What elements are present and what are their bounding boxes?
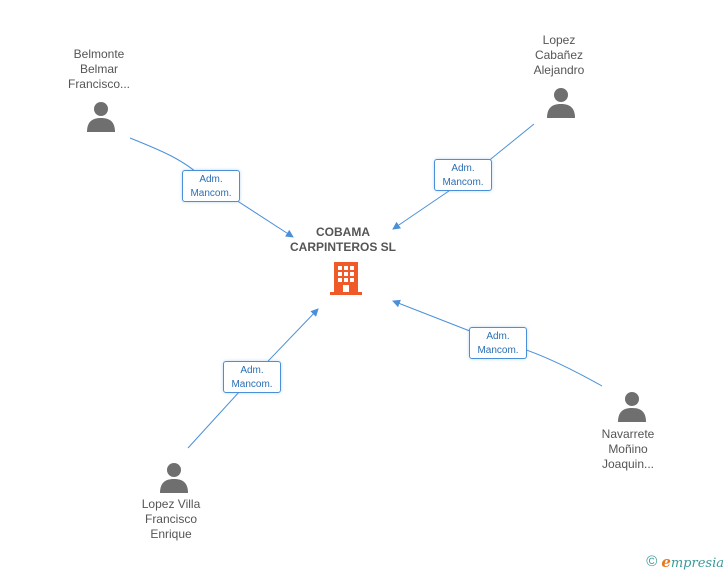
- role-label-line: Adm.: [451, 163, 475, 174]
- company-name-line-2: CARPINTEROS SL: [289, 240, 396, 254]
- person-name-line: Lopez Villa: [141, 497, 201, 511]
- role-label-line: Adm.: [486, 331, 510, 342]
- role-badge-navarrete[interactable]: Adm. Mancom.: [469, 327, 527, 359]
- person-name-line: Enrique: [150, 527, 192, 541]
- person-name-line: Alejandro: [533, 63, 585, 77]
- role-badge-lopez-villa[interactable]: Adm. Mancom.: [223, 361, 281, 393]
- person-icon[interactable]: [86, 100, 116, 132]
- role-label-line: Mancom.: [231, 379, 273, 390]
- person-icon[interactable]: [617, 390, 647, 422]
- person-name-navarrete[interactable]: Navarrete Moñino Joaquin...: [568, 427, 688, 472]
- person-name-line: Navarrete: [601, 427, 655, 441]
- person-name-line: Moñino: [608, 442, 648, 456]
- role-badge-belmonte[interactable]: Adm. Mancom.: [182, 170, 240, 202]
- role-label-line: Mancom.: [442, 177, 484, 188]
- company-name[interactable]: COBAMA CARPINTEROS SL: [263, 225, 423, 255]
- company-name-line-1: COBAMA: [316, 225, 370, 239]
- person-name-line: Belmar: [79, 62, 118, 76]
- role-label-line: Adm.: [199, 174, 223, 185]
- building-icon[interactable]: [330, 260, 362, 296]
- person-name-line: Cabañez: [534, 48, 584, 62]
- role-label-line: Mancom.: [477, 345, 519, 356]
- person-name-line: Francisco: [144, 512, 197, 526]
- person-icon[interactable]: [159, 461, 189, 493]
- person-name-line: Belmonte: [73, 47, 125, 61]
- copyright-icon: ©: [646, 553, 658, 570]
- person-name-belmonte[interactable]: Belmonte Belmar Francisco...: [39, 47, 159, 92]
- person-name-lopez-cabanez[interactable]: Lopez Cabañez Alejandro: [499, 33, 619, 78]
- brand-logo-initial: e: [661, 553, 671, 571]
- role-label-line: Adm.: [240, 365, 264, 376]
- footer-brand: © empresia: [646, 552, 724, 572]
- person-icon[interactable]: [546, 86, 576, 118]
- person-name-line: Francisco...: [67, 77, 130, 91]
- role-label-line: Mancom.: [190, 188, 232, 199]
- person-name-line: Lopez: [542, 33, 576, 47]
- person-name-lopez-villa[interactable]: Lopez Villa Francisco Enrique: [111, 497, 231, 542]
- brand-logo-text: mpresia: [670, 556, 724, 571]
- role-badge-lopez-cabanez[interactable]: Adm. Mancom.: [434, 159, 492, 191]
- empresia-logo[interactable]: empresia: [661, 553, 724, 571]
- person-name-line: Joaquin...: [601, 457, 655, 471]
